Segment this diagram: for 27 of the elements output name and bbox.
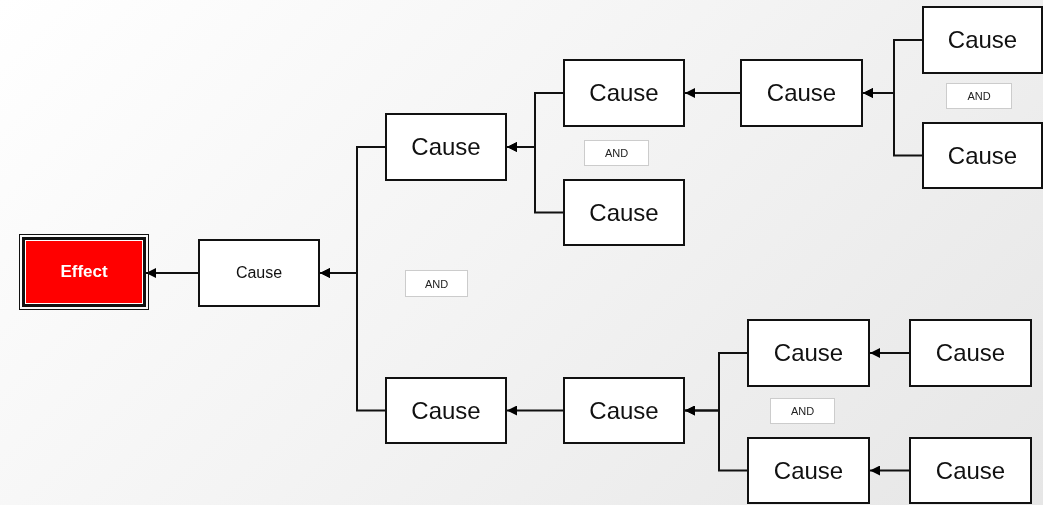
- cause-box: Cause: [563, 179, 685, 246]
- and-gate-label: AND: [946, 83, 1012, 109]
- arrow: [145, 268, 199, 278]
- arrow: [862, 88, 923, 157]
- cause-box: Cause: [922, 122, 1043, 189]
- cause-box: Cause: [922, 6, 1043, 74]
- arrow: [319, 268, 386, 412]
- cause-box: Cause: [747, 437, 870, 504]
- cause-box: Cause: [198, 239, 320, 307]
- cause-box: Cause: [563, 59, 685, 127]
- cause-box: Cause: [909, 437, 1032, 504]
- cause-box: Cause: [747, 319, 870, 387]
- and-gate-label: AND: [405, 270, 468, 297]
- cause-box: Cause: [385, 113, 507, 181]
- cause-box: Cause: [563, 377, 685, 444]
- arrow: [506, 142, 564, 214]
- arrow: [684, 405, 748, 472]
- effect-box: Effect: [22, 237, 146, 307]
- arrow: [869, 348, 910, 358]
- arrow: [869, 465, 910, 476]
- cause-box: Cause: [740, 59, 863, 127]
- and-gate-label: AND: [584, 140, 649, 166]
- and-gate-label: AND: [770, 398, 835, 424]
- arrow: [684, 88, 741, 98]
- cause-box: Cause: [909, 319, 1032, 387]
- arrow: [506, 405, 564, 416]
- cause-box: Cause: [385, 377, 507, 444]
